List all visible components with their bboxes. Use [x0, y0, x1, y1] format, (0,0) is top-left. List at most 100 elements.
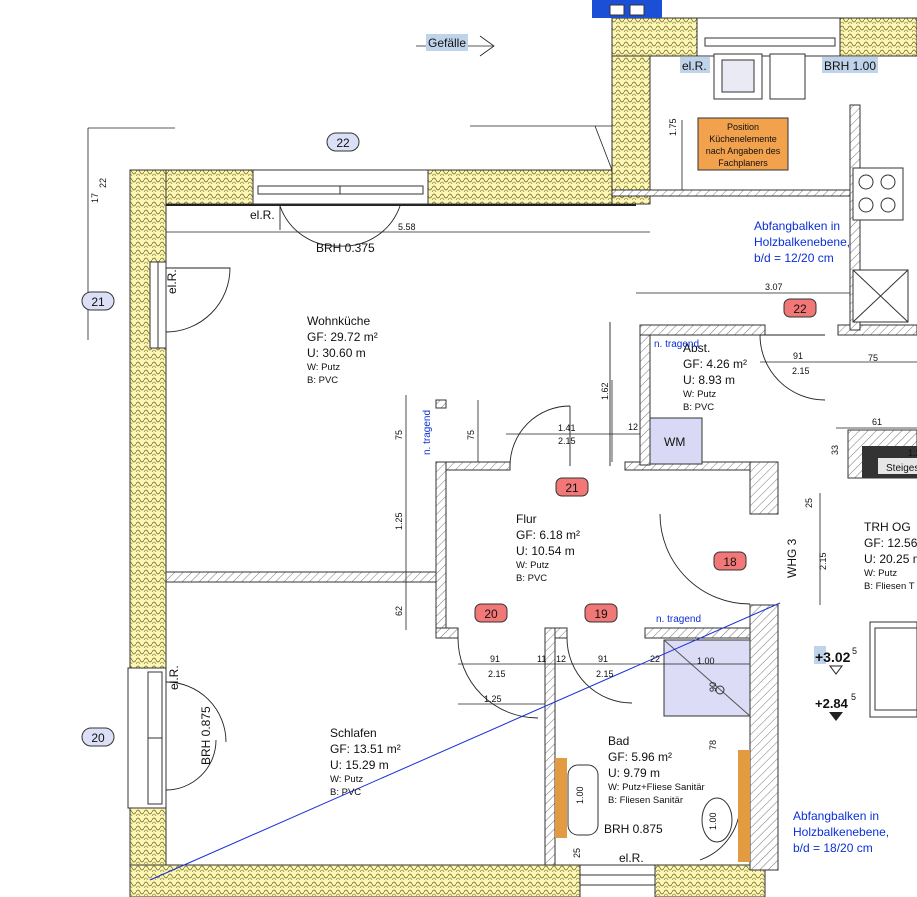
elr-label-bad: el.R.	[619, 851, 644, 865]
brh-label-bad: BRH 0.875	[604, 822, 663, 836]
svg-text:75: 75	[868, 353, 878, 363]
room-wall: W: Putz	[516, 560, 549, 571]
section-line	[149, 602, 781, 881]
level-mark-1: +3.02 5	[814, 646, 857, 675]
room-perimeter: U: 20.25 m	[864, 552, 917, 566]
whg-label: WHG 3	[785, 538, 799, 578]
svg-text:+2.84: +2.84	[815, 696, 849, 711]
svg-text:21: 21	[565, 481, 579, 495]
kitchen-note-line3: nach Angaben des	[706, 146, 781, 156]
brh1-bg	[822, 57, 878, 73]
exterior-walls	[129, 17, 917, 897]
room-name: Bad	[608, 734, 629, 748]
elr-label-top: el.R.	[250, 208, 275, 222]
svg-text:Abfangbalken in: Abfangbalken in	[754, 219, 840, 233]
tag-19-red: 19	[584, 603, 618, 623]
svg-text:5: 5	[852, 646, 857, 656]
svg-text:b/d = 12/20 cm: b/d = 12/20 cm	[754, 251, 834, 265]
svg-text:22: 22	[650, 654, 660, 664]
svg-text:18: 18	[723, 555, 737, 569]
svg-text:91: 91	[490, 654, 500, 664]
svg-text:1.2: 1.2	[908, 448, 917, 458]
room-area: GF: 6.18 m²	[516, 528, 580, 542]
room-area: GF: 13.51 m²	[330, 742, 401, 756]
svg-text:25: 25	[572, 848, 582, 858]
shower	[663, 639, 751, 717]
room-name: Flur	[516, 512, 537, 526]
svg-text:19: 19	[594, 607, 608, 621]
room-floor: B: Fliesen Sanitär	[608, 795, 683, 806]
elr-label-schlafen: el.R.	[167, 665, 181, 690]
svg-text:1.25: 1.25	[394, 512, 404, 530]
svg-text:b/d = 18/20 cm: b/d = 18/20 cm	[793, 841, 873, 855]
svg-text:5.58: 5.58	[398, 222, 416, 232]
right-hatch-structures	[869, 621, 917, 718]
door-swings	[165, 205, 826, 861]
elr-label-left: el.R.	[165, 269, 179, 294]
room-floor: B: Fliesen T	[864, 581, 915, 592]
svg-text:22: 22	[336, 136, 350, 150]
svg-text:2.15: 2.15	[596, 669, 614, 679]
room-name: TRH OG	[864, 520, 911, 534]
svg-text:2.15: 2.15	[558, 436, 576, 446]
room-name: Abst.	[683, 341, 710, 355]
room-floor: B: PVC	[683, 402, 714, 413]
tag-21-red: 21	[555, 477, 589, 497]
svg-text:+3.02: +3.02	[815, 649, 851, 665]
elr-bg	[680, 57, 710, 73]
room-area: GF: 12.56	[864, 536, 917, 550]
svg-text:62: 62	[394, 606, 404, 616]
svg-text:1.00: 1.00	[575, 786, 585, 804]
room-perimeter: U: 10.54 m	[516, 544, 575, 558]
toilet	[701, 750, 750, 862]
kitchen-note-line1: Position	[727, 122, 759, 132]
kitchen-position-note: Position Küchenelemente nach Angaben des…	[697, 117, 789, 171]
svg-text:11: 11	[537, 654, 546, 664]
room-bad: Bad GF: 5.96 m² U: 9.79 m W: Putz+Fliese…	[608, 734, 705, 806]
svg-text:3.07: 3.07	[765, 282, 783, 292]
dimension-texts: 1.75 5.58 3.07 75 75 75 1.25 1.25 62 1.4…	[90, 118, 917, 858]
svg-text:Holzbalkenebene,: Holzbalkenebene,	[754, 235, 850, 249]
svg-text:25: 25	[804, 498, 814, 508]
svg-text:12: 12	[556, 654, 566, 664]
tag-18-red: 18	[713, 551, 747, 571]
svg-text:22: 22	[793, 302, 807, 316]
tag-20-red: 20	[474, 603, 508, 623]
kitchen-sink	[713, 53, 806, 100]
room-flur: Flur GF: 6.18 m² U: 10.54 m W: Putz B: P…	[516, 512, 580, 584]
gefaelle-label: Gefälle	[428, 36, 466, 50]
room-wohnkueche: Wohnküche GF: 29.72 m² U: 30.60 m W: Put…	[307, 314, 378, 386]
room-area: GF: 5.96 m²	[608, 750, 672, 764]
svg-text:17: 17	[90, 193, 100, 203]
wm-label: WM	[664, 435, 685, 449]
tag-21-left: 21	[81, 291, 115, 311]
svg-text:1.62: 1.62	[600, 382, 610, 400]
svg-text:22: 22	[98, 178, 108, 188]
abfangbalken-note-2: Abfangbalken in Holzbalkenebene, b/d = 1…	[793, 809, 889, 855]
svg-text:2.15: 2.15	[792, 366, 810, 376]
svg-text:Abfangbalken in: Abfangbalken in	[793, 809, 879, 823]
n-tragend-label-2: n. tragend	[654, 339, 699, 350]
room-floor: B: PVC	[307, 375, 338, 386]
tag-20-left: 20	[81, 727, 115, 747]
svg-text:78: 78	[708, 740, 718, 750]
room-schlafen: Schlafen GF: 13.51 m² U: 15.29 m W: Putz…	[330, 726, 401, 798]
kitchen-note-line2: Küchenelemente	[709, 134, 777, 144]
n-tragend-label-3: n. tragend	[656, 614, 701, 625]
stove	[852, 167, 904, 221]
gefaelle-bg	[426, 34, 468, 51]
svg-text:75: 75	[466, 430, 476, 440]
window-top-wohnkueche	[252, 169, 429, 205]
room-trh-og: TRH OG GF: 12.56 U: 20.25 m W: Putz B: F…	[864, 520, 917, 592]
stair-label: Steiges	[886, 463, 917, 474]
room-abst: Abst. GF: 4.26 m² U: 8.93 m W: Putz B: P…	[683, 341, 747, 413]
svg-text:1.00: 1.00	[697, 656, 715, 666]
svg-text:1.00: 1.00	[708, 812, 718, 830]
level-mark-2: +2.84 5	[815, 692, 856, 721]
svg-text:2.15: 2.15	[488, 669, 506, 679]
washbasin	[555, 758, 599, 838]
svg-text:20: 20	[484, 607, 498, 621]
svg-text:91: 91	[598, 654, 608, 664]
room-wall: W: Putz	[330, 774, 363, 785]
svg-text:2.15: 2.15	[818, 552, 828, 570]
